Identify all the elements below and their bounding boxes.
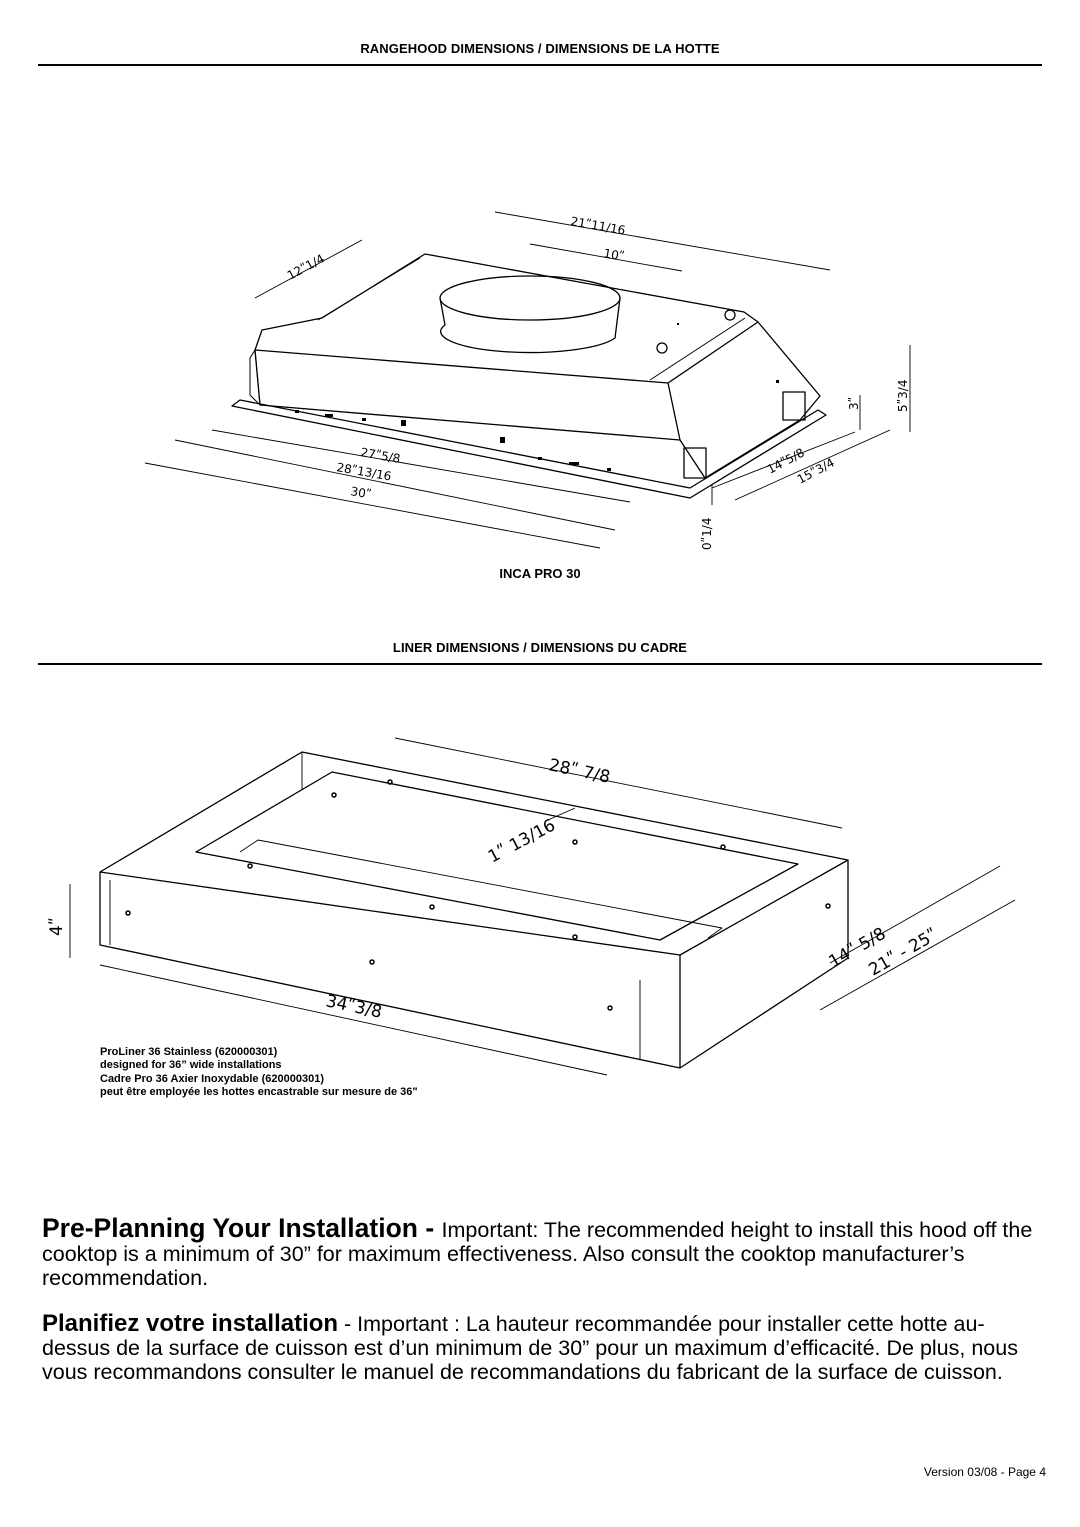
hood-side-face	[667, 321, 821, 479]
pre-planning-en-lead: Pre-Planning Your Installation -	[42, 1213, 442, 1243]
dim-depth: 12ʺ1/4	[285, 251, 327, 282]
dim-overall-height: 5ʺ3/4	[896, 380, 910, 412]
caption-line: ProLiner 36 Stainless (620000301)	[100, 1046, 278, 1058]
pre-planning-fr: Planifiez votre installation - Important…	[42, 1310, 1042, 1385]
dim-inner-width: 27ʺ5/8	[359, 445, 401, 466]
hood-connector-right	[782, 391, 806, 421]
pre-planning-fr-lead: Planifiez votre installation	[42, 1310, 339, 1337]
dim-liner-height: 4ʺ	[47, 917, 67, 936]
dim-line-opening	[394, 737, 843, 829]
dim-line-side-depth	[711, 431, 856, 489]
dim-rim: 1ʺ 13/16	[485, 815, 559, 867]
dim-line-depth-max	[819, 899, 1016, 1011]
liner-top-frame	[99, 751, 849, 956]
dim-line-rim	[547, 807, 576, 821]
hood-top-plate-edge	[254, 253, 759, 351]
hood-flange	[231, 399, 827, 499]
pre-planning-en: Pre-Planning Your Installation - Importa…	[42, 1213, 1042, 1290]
pre-planning-en-body: Important: The recommended height to ins…	[42, 1218, 1033, 1290]
caption-line: Cadre Pro 36 Axier Inoxydable (620000301…	[100, 1072, 324, 1085]
dim-overall-width: 30ʺ	[349, 484, 372, 501]
dim-line-width	[99, 964, 608, 1076]
dim-body-height: 3ʺ	[847, 397, 861, 410]
dim-duct-diameter: 10ʺ	[602, 246, 625, 263]
liner-dimensions-heading: LINER DIMENSIONS / DIMENSIONS DU CADRE	[392, 640, 688, 655]
hood-front-face	[254, 349, 681, 441]
rangehood-heading-rule	[38, 64, 1042, 66]
liner-diagram: 28ʺ 7/8 1ʺ 13/16 4ʺ 34ʺ3/8 14ʺ 5/8 21ʺ -…	[47, 737, 1016, 1076]
page-footer: Version 03/08 - Page 4	[923, 1465, 1046, 1479]
liner-caption: ProLiner 36 Stainless (620000301) design…	[100, 1046, 418, 1100]
dim-line-overall-width	[144, 462, 601, 549]
dim-line-depth-min	[829, 865, 1001, 964]
dim-line-side-overall	[734, 429, 891, 501]
caption-line: peut être employée les hottes encastrabl…	[100, 1086, 418, 1099]
caption-line: designed for 36” wide installations	[100, 1059, 282, 1072]
dim-line-inner-width	[211, 429, 631, 503]
dim-line-body-width	[174, 439, 616, 531]
liner-heading-rule	[38, 663, 1042, 665]
pre-planning-fr-body: - Important : La hauteur recommandée pou…	[42, 1312, 1018, 1384]
dim-opening-width: 28ʺ 7/8	[547, 755, 612, 787]
dim-flange: 0ʺ1/4	[700, 518, 714, 550]
dim-body-width: 28ʺ13/16	[335, 460, 392, 483]
liner-front-face	[99, 872, 681, 1069]
dim-top-width: 21ʺ11/16	[569, 214, 626, 237]
liner-side-face	[679, 860, 849, 1069]
rangehood-diagram: 21ʺ11/16 10ʺ 12ʺ1/4 27ʺ5/8 28ʺ13/16 30ʺ …	[144, 211, 911, 550]
duct-collar	[439, 297, 621, 354]
dim-line-duct	[529, 243, 683, 272]
dim-line-top-width	[494, 211, 831, 271]
duct-collar-top	[439, 275, 621, 321]
dim-liner-width: 34ʺ3/8	[324, 991, 384, 1022]
liner-inner-opening	[195, 771, 799, 941]
hood-connector-left	[683, 447, 707, 479]
rangehood-dimensions-heading: RANGEHOOD DIMENSIONS / DIMENSIONS DE LA …	[360, 41, 720, 56]
model-label: INCA PRO 30	[499, 566, 581, 581]
dim-line-depth	[254, 239, 363, 299]
